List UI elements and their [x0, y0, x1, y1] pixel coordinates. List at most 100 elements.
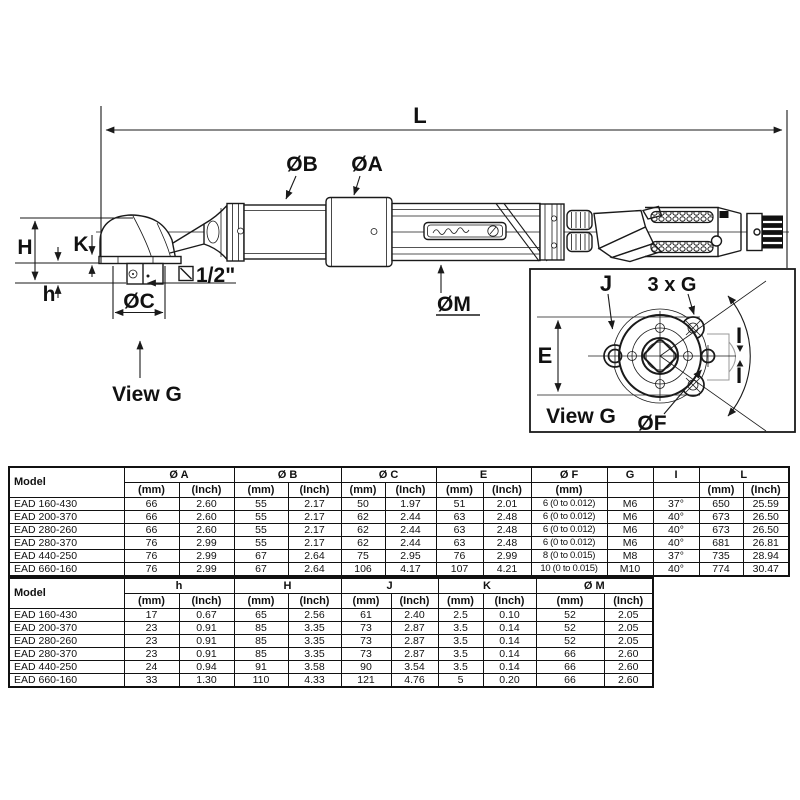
value-cell: 2.99: [178, 562, 235, 577]
value-cell: 52: [535, 608, 605, 622]
model-cell: EAD 280-370: [8, 647, 125, 661]
unit-header: (Inch): [384, 482, 437, 498]
value-cell: 51: [435, 497, 484, 511]
value-cell: 85: [233, 621, 289, 635]
value-cell: 2.05: [603, 634, 654, 648]
value-cell: 650: [698, 497, 744, 511]
label-j: J: [600, 271, 612, 296]
head-flange: [98, 255, 182, 265]
value-cell: 0.14: [482, 647, 537, 661]
label-three-x-g: 3 x G: [648, 274, 697, 296]
value-cell: 6 (0 to 0.012): [530, 523, 608, 537]
value-cell: 1.30: [178, 673, 235, 688]
table-unit-row: (mm)(Inch)(mm)(Inch)(mm)(Inch)(mm)(Inch)…: [9, 482, 790, 498]
value-cell: 30.47: [742, 562, 790, 577]
value-cell: 0.91: [178, 621, 235, 635]
column-header: K: [437, 577, 537, 594]
value-cell: 774: [698, 562, 744, 577]
gear-tube: [243, 204, 327, 260]
value-cell: 76: [435, 549, 484, 563]
square-drive-hole: [642, 338, 678, 374]
value-cell: 2.56: [287, 608, 342, 622]
value-cell: 50: [340, 497, 386, 511]
value-cell: 2.64: [287, 562, 342, 577]
value-cell: 6 (0 to 0.012): [530, 497, 608, 511]
grip-texture-top: [650, 210, 714, 224]
value-cell: 66: [535, 673, 605, 688]
value-cell: 0.14: [482, 621, 537, 635]
label-view-g: View G: [112, 383, 182, 406]
square-drive-symbol: [178, 265, 194, 282]
value-cell: M6: [606, 523, 654, 537]
value-cell: 2.44: [384, 510, 437, 524]
value-cell: M8: [606, 549, 654, 563]
value-cell: 33: [123, 673, 180, 688]
unit-header: (mm): [123, 593, 180, 609]
column-header: E: [435, 466, 532, 483]
value-cell: 2.05: [603, 608, 654, 622]
value-cell: 673: [698, 510, 744, 524]
value-cell: 26.50: [742, 523, 790, 537]
view-g-inset: E J 3 x G ØF I I View G: [529, 268, 796, 435]
value-cell: 2.44: [384, 523, 437, 537]
value-cell: 90: [340, 660, 392, 674]
value-cell: 25.59: [742, 497, 790, 511]
value-cell: 673: [698, 523, 744, 537]
value-cell: 2.60: [603, 660, 654, 674]
value-cell: 62: [340, 510, 386, 524]
value-cell: 63: [435, 536, 484, 550]
value-cell: 3.35: [287, 621, 342, 635]
value-cell: 62: [340, 523, 386, 537]
value-cell: 10 (0 to 0.015): [530, 562, 608, 577]
technical-drawing: L ØB ØA H h K ØC 1/2" ØM View G: [15, 103, 796, 435]
value-cell: 2.48: [482, 523, 532, 537]
value-cell: 65: [233, 608, 289, 622]
value-cell: 0.91: [178, 647, 235, 661]
value-cell: 2.17: [287, 523, 342, 537]
label-height-h: H: [17, 236, 32, 259]
value-cell: 6 (0 to 0.012): [530, 536, 608, 550]
value-cell: 17: [123, 608, 180, 622]
unit-header: (Inch): [482, 482, 532, 498]
value-cell: 75: [340, 549, 386, 563]
value-cell: 3.5: [437, 647, 484, 661]
model-cell: EAD 280-370: [8, 536, 125, 550]
value-cell: M6: [606, 510, 654, 524]
unit-header: (mm): [340, 593, 392, 609]
square-drive-block: [126, 262, 164, 285]
value-cell: 2.60: [178, 510, 235, 524]
unit-header: (Inch): [482, 593, 537, 609]
model-cell: EAD 280-260: [8, 523, 125, 537]
value-cell: 52: [535, 621, 605, 635]
value-cell: 2.87: [390, 647, 439, 661]
value-cell: 37°: [652, 497, 700, 511]
value-cell: 40°: [652, 510, 700, 524]
value-cell: 76: [123, 536, 180, 550]
value-cell: 26.50: [742, 510, 790, 524]
value-cell: 85: [233, 634, 289, 648]
value-cell: 2.48: [482, 536, 532, 550]
label-dia-m: ØM: [437, 293, 471, 316]
value-cell: 3.5: [437, 660, 484, 674]
label-i-lower: I: [736, 363, 742, 388]
value-cell: 66: [535, 660, 605, 674]
angle-head: [99, 214, 178, 264]
clutch-housing: [325, 196, 393, 268]
value-cell: 3.54: [390, 660, 439, 674]
thread-hole-top: [687, 322, 699, 334]
coupling-bell: [203, 203, 228, 262]
unit-header: (Inch): [178, 482, 235, 498]
value-cell: 2.5: [437, 608, 484, 622]
exhaust: [710, 235, 723, 247]
value-cell: 0.14: [482, 634, 537, 648]
value-cell: 2.05: [603, 621, 654, 635]
model-cell: EAD 440-250: [8, 549, 125, 563]
